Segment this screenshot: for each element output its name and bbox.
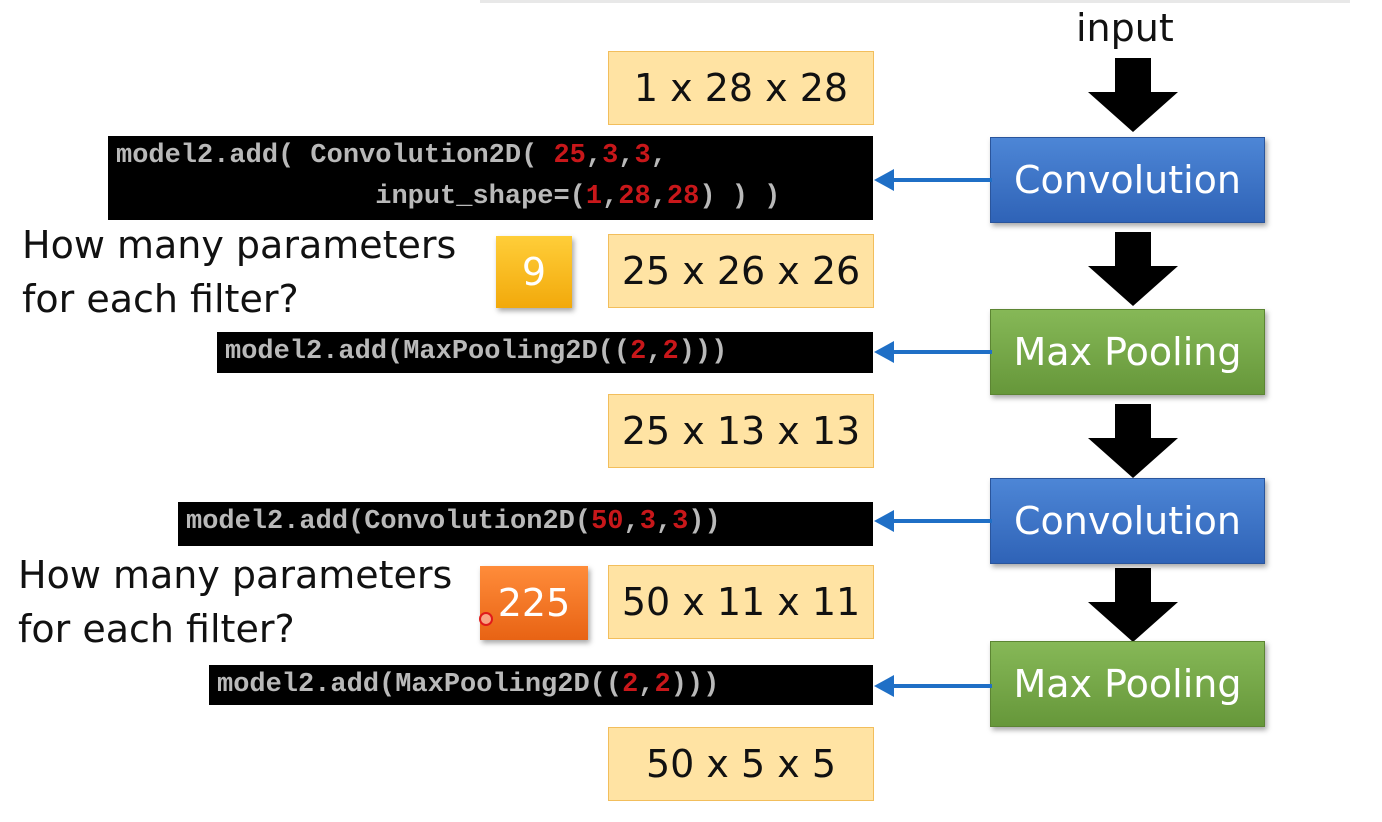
question-line: How many parameters <box>22 223 457 267</box>
left-arrow-icon <box>874 510 992 532</box>
question-1: How many parameters for each filter? <box>22 218 456 326</box>
pointer-cursor-icon <box>479 612 493 626</box>
answer-box-1: 9 <box>496 236 572 308</box>
down-arrow-icon <box>1088 232 1178 306</box>
shape-box: 50 x 5 x 5 <box>608 727 874 801</box>
shape-box: 50 x 11 x 11 <box>608 565 874 639</box>
code-pool2: model2.add(MaxPooling2D((2,2))) <box>209 665 873 705</box>
question-line: for each filter? <box>22 277 299 321</box>
left-arrow-icon <box>874 675 992 697</box>
question-line: How many parameters <box>18 553 453 597</box>
down-arrow-icon <box>1088 568 1178 642</box>
question-line: for each filter? <box>18 607 295 651</box>
down-arrow-icon <box>1088 58 1178 132</box>
code-pool1: model2.add(MaxPooling2D((2,2))) <box>217 332 873 373</box>
shape-box: 25 x 13 x 13 <box>608 394 874 468</box>
layer-convolution-1: Convolution <box>990 137 1265 223</box>
input-label: input <box>1076 6 1174 50</box>
left-arrow-icon <box>874 341 992 363</box>
code-conv2: model2.add(Convolution2D(50,3,3)) <box>178 502 873 546</box>
layer-maxpooling-2: Max Pooling <box>990 641 1265 727</box>
layer-convolution-2: Convolution <box>990 478 1265 564</box>
down-arrow-icon <box>1088 404 1178 478</box>
shape-box: 25 x 26 x 26 <box>608 234 874 308</box>
left-arrow-icon <box>874 169 992 191</box>
code-conv1: model2.add( Convolution2D( 25,3,3, input… <box>108 136 873 220</box>
answer-box-2: 225 <box>480 566 588 640</box>
layer-maxpooling-1: Max Pooling <box>990 309 1265 395</box>
top-divider <box>480 0 1350 3</box>
shape-box: 1 x 28 x 28 <box>608 51 874 125</box>
question-2: How many parameters for each filter? <box>18 548 452 656</box>
